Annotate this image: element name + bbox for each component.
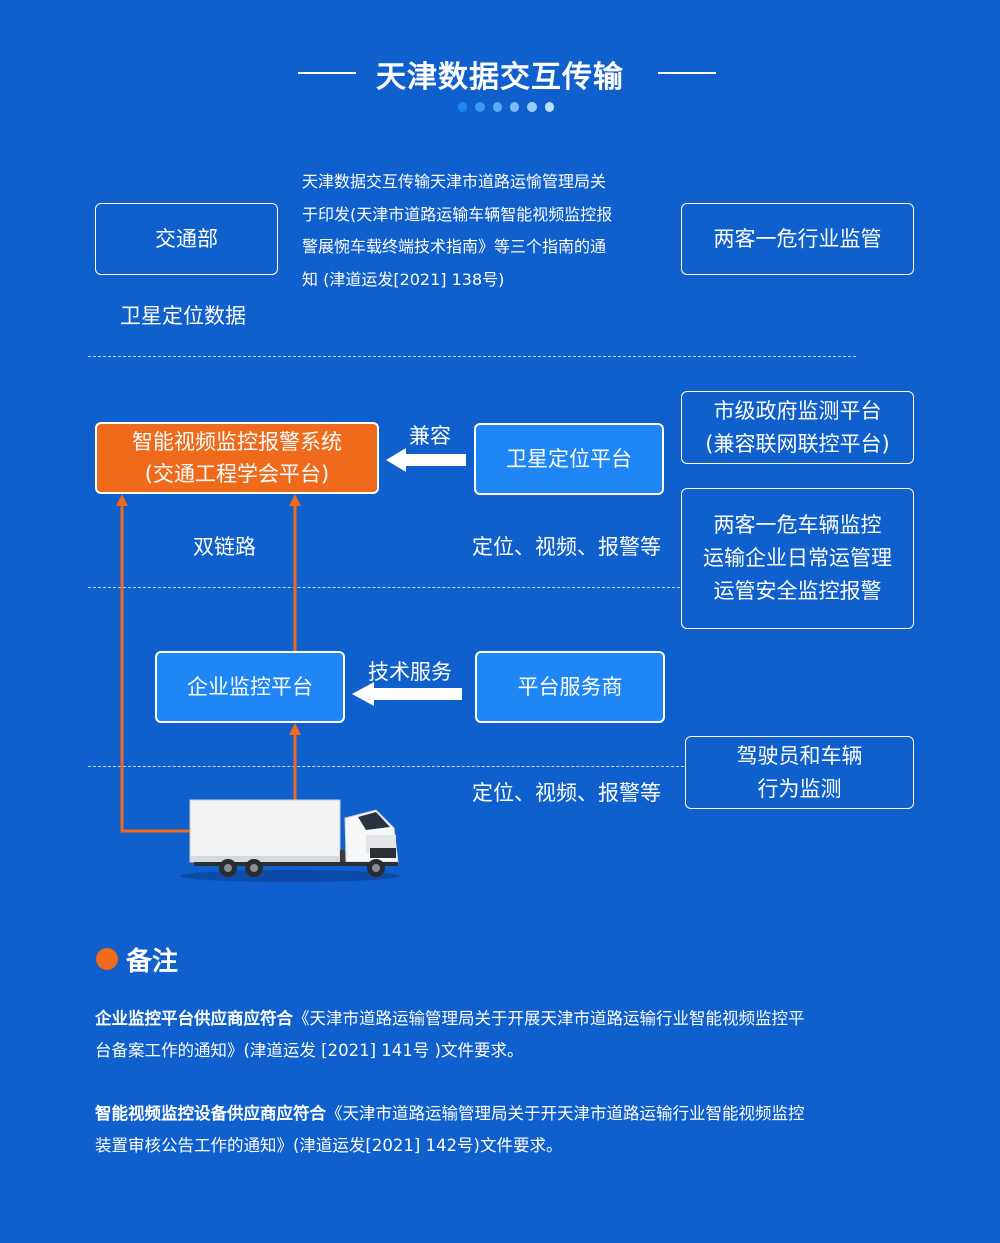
note-1-line-2: 台备案工作的通知》(津道运发 [2021] 141号 )文件要求。 — [95, 1041, 524, 1060]
industry-supervision-label: 两客一危行业监管 — [713, 226, 882, 251]
monitoring-line-1: 两客一危车辆监控 — [713, 513, 882, 537]
dot-4 — [509, 102, 520, 112]
truck-icon — [180, 799, 400, 882]
note-item-1: 企业监控平台供应商应符合《天津市道路运输管理局关于开展天津市道路运输行业智能视频… — [95, 1003, 915, 1067]
city-gov-platform-box: 市级政府监测平台 (兼容联网联控平台) — [681, 391, 914, 464]
driver-vehicle-box: 驾驶员和车辆 行为监测 — [685, 736, 914, 809]
title-right-line — [658, 72, 716, 74]
policy-line-2: 于印发(天津市道路运输车辆智能视频监控报 — [302, 204, 613, 224]
page-title: 天津数据交互传输 — [376, 60, 624, 95]
divider-1 — [88, 356, 856, 357]
divider-2 — [88, 587, 680, 588]
platform-provider-label: 平台服务商 — [517, 674, 623, 699]
note-item-2: 智能视频监控设备供应商应符合《天津市道路运输管理局关于开天津市道路运输行业智能视… — [95, 1098, 915, 1162]
title-left-line — [298, 72, 356, 74]
monitoring-functions-box: 两客一危车辆监控 运输企业日常运管理 运管安全监控报警 — [681, 488, 914, 629]
dot-5 — [527, 102, 537, 112]
satellite-platform-box: 卫星定位平台 — [474, 423, 664, 495]
arrowhead-enterprise — [289, 723, 301, 735]
satellite-platform-label: 卫星定位平台 — [506, 446, 632, 471]
driver-vehicle-line-2: 行为监测 — [757, 776, 842, 801]
note-2-bold: 智能视频监控设备供应商应符合 — [95, 1104, 326, 1123]
city-gov-platform-line-2: (兼容联网联控平台) — [705, 431, 890, 456]
tech-service-arrow-icon — [352, 682, 462, 706]
monitoring-line-2: 运输企业日常运管理 — [703, 546, 892, 570]
policy-line-4: 知 (津道运发[2021] 138号) — [302, 269, 505, 289]
note-2-line-1: 智能视频监控设备供应商应符合《天津市道路运输管理局关于开天津市道路运输行业智能视… — [95, 1098, 915, 1130]
industry-supervision-box: 两客一危行业监管 — [681, 203, 914, 275]
satellite-data-caption: 卫星定位数据 — [120, 304, 246, 328]
policy-line-3: 警展惋车载终端技术指南》等三个指南的通 — [302, 237, 607, 256]
ministry-box-label: 交通部 — [155, 226, 218, 251]
notes-bullet-icon — [96, 948, 118, 970]
policy-line-1: 天津数据交互传输天津市道路运愉管理局关 — [302, 172, 607, 191]
video-alarm-system-line-1: 智能视频监控报警系统 — [132, 430, 342, 454]
note-2-line-2: 装置审核公告工作的通知》(津道运发[2021] 142号)文件要求。 — [95, 1136, 563, 1155]
dot-2 — [475, 102, 485, 112]
tech-service-label: 技术服务 — [368, 660, 452, 684]
positioning-label-bottom: 定位、视频、报警等 — [472, 781, 661, 805]
compatible-arrow-icon — [386, 448, 466, 472]
positioning-label-top: 定位、视频、报警等 — [472, 535, 661, 559]
note-1-text-1: 《天津市道路运输管理局关于开展天津市道路运输行业智能视频监控平 — [293, 1009, 805, 1028]
enterprise-platform-box: 企业监控平台 — [155, 651, 345, 723]
note-1-line-1: 企业监控平台供应商应符合《天津市道路运输管理局关于开展天津市道路运输行业智能视频… — [95, 1003, 915, 1035]
dot-3 — [492, 102, 502, 112]
city-gov-platform-line-1: 市级政府监测平台 — [713, 398, 882, 423]
video-alarm-system-line-2: (交通工程学会平台) — [144, 462, 330, 486]
platform-provider-box: 平台服务商 — [475, 651, 665, 723]
policy-description: 天津数据交互传输天津市道路运愉管理局关 于印发(天津市道路运输车辆智能视频监控报… — [302, 166, 672, 296]
enterprise-platform-label: 企业监控平台 — [187, 674, 313, 699]
divider-3 — [88, 766, 684, 767]
title-dots — [458, 102, 554, 112]
dot-6 — [544, 102, 554, 112]
arrowhead-left-link — [116, 494, 128, 506]
data-flow-arrows — [116, 494, 301, 833]
note-2-text-1: 《天津市道路运输管理局关于开天津市道路运输行业智能视频监控 — [326, 1104, 805, 1123]
notes-heading: 备注 — [126, 947, 179, 977]
dot-1 — [458, 102, 468, 112]
video-alarm-system-box: 智能视频监控报警系统 (交通工程学会平台) — [95, 422, 379, 494]
monitoring-line-3: 运管安全监控报警 — [713, 579, 882, 603]
note-1-bold: 企业监控平台供应商应符合 — [95, 1009, 293, 1028]
arrowhead-right-link — [289, 494, 301, 506]
dual-link-label: 双链路 — [193, 535, 256, 559]
ministry-box: 交通部 — [95, 203, 278, 275]
truck-to-video-system-arrow — [120, 502, 190, 833]
driver-vehicle-line-1: 驾驶员和车辆 — [736, 743, 863, 768]
compatible-label: 兼容 — [409, 424, 451, 448]
